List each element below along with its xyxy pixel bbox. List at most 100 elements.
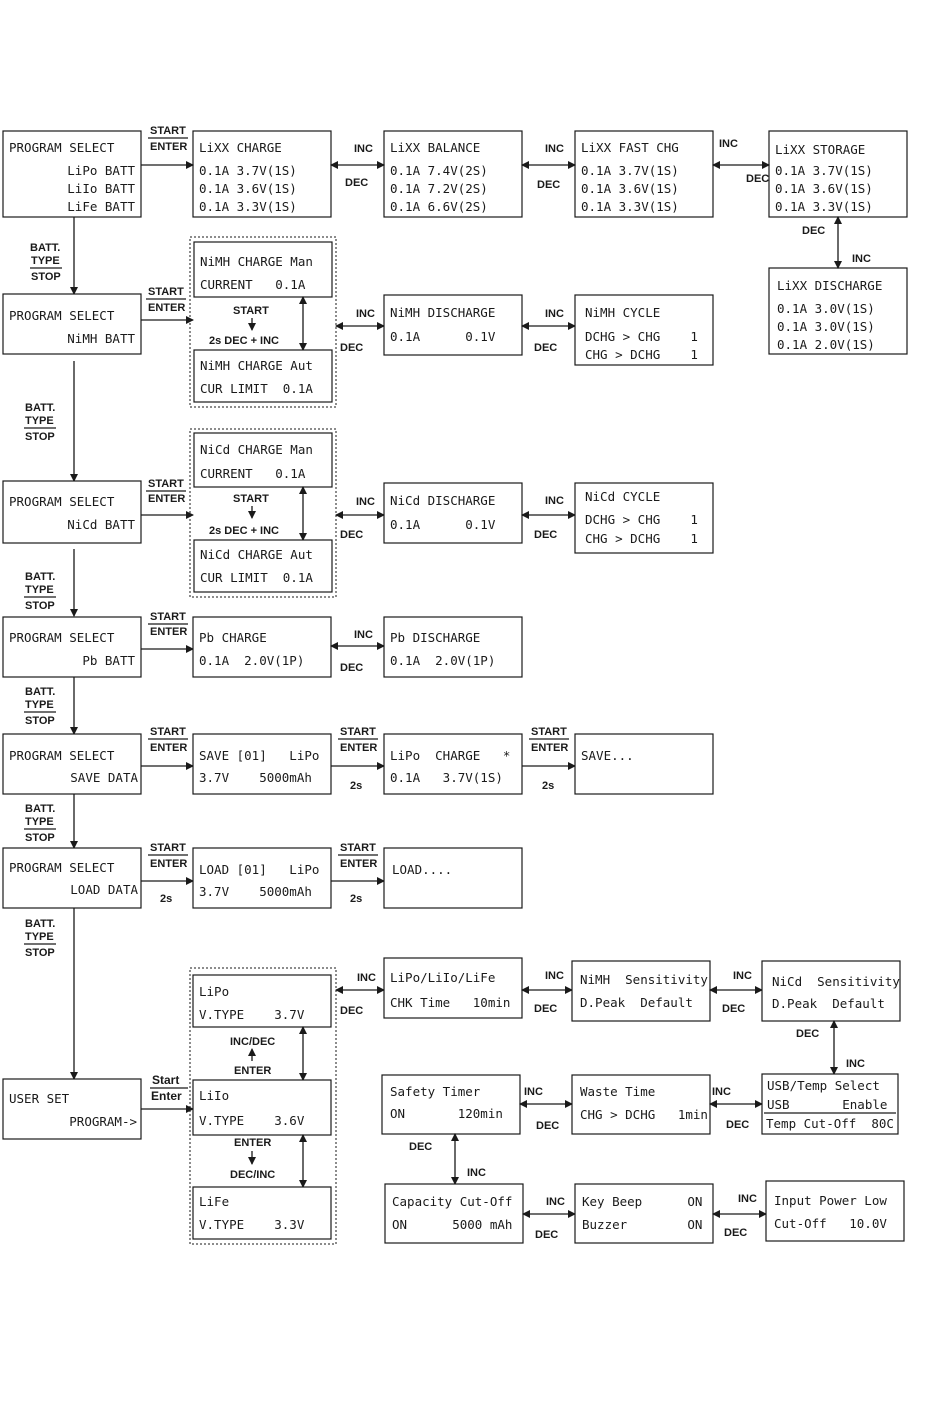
screen-line: PROGRAM-> — [69, 1114, 137, 1129]
screen-program-select-nicd[interactable]: PROGRAM SELECT NiCd BATT — [2, 480, 142, 544]
screen-safety-timer[interactable]: Safety Timer ON 120min — [381, 1074, 521, 1135]
screen-line: 0.1A 3.6V(1S) — [581, 181, 679, 196]
screen-lixx-charge[interactable]: LiXX CHARGE 0.1A 3.7V(1S) 0.1A 3.6V(1S) … — [192, 130, 332, 218]
screen-user-set[interactable]: USER SET PROGRAM-> — [2, 1078, 142, 1140]
screen-line: NiMH CHARGE Aut — [200, 358, 313, 373]
screen-key-beep[interactable]: Key Beep ON Buzzer ON — [574, 1183, 714, 1244]
screen-line: NiCd Sensitivity — [772, 974, 900, 989]
screen-line: Cut-Off 10.0V — [774, 1216, 887, 1231]
screen-capacity-cutoff[interactable]: Capacity Cut-Off ON 5000 mAh — [384, 1183, 524, 1244]
enter-label: Enter — [151, 1089, 182, 1103]
screen-line: Pb BATT — [82, 653, 135, 668]
screen-lixx-storage[interactable]: LiXX STORAGE 0.1A 3.7V(1S) 0.1A 3.6V(1S)… — [768, 130, 908, 218]
screen-line: Temp Cut-Off 80C — [766, 1116, 894, 1131]
screen-line: 0.1A 3.7V(1S) — [199, 163, 297, 178]
inc-label: INC — [354, 143, 373, 155]
start-label: START — [150, 125, 186, 137]
screen-line: 0.1A 0.1V — [390, 517, 496, 532]
stop-label: STOP — [31, 271, 61, 283]
enter-label: ENTER — [531, 742, 568, 754]
screen-line: D.Peak Default — [580, 995, 693, 1010]
screen-line: LiPo — [199, 984, 229, 999]
screen-lixx-fast-chg[interactable]: LiXX FAST CHG 0.1A 3.7V(1S) 0.1A 3.6V(1S… — [574, 130, 714, 218]
batt-label: BATT. — [25, 402, 55, 414]
dec-label: DEC — [535, 1229, 558, 1241]
screen-saving[interactable]: SAVE... — [574, 733, 714, 795]
screen-nicd-discharge[interactable]: NiCd DISCHARGE 0.1A 0.1V — [383, 482, 523, 544]
screen-nimh-cycle[interactable]: NiMH CYCLE DCHG > CHG 1 CHG > DCHG 1 — [574, 294, 714, 366]
screen-line: LiFe — [199, 1194, 229, 1209]
screen-line: NiMH BATT — [67, 331, 135, 346]
screen-line: DCHG > CHG 1 — [585, 329, 698, 344]
screen-save-slot[interactable]: SAVE [01] LiPo 3.7V 5000mAh — [192, 733, 332, 795]
screen-line: 0.1A 3.7V(1S) — [390, 770, 503, 785]
nimh-charge-group — [189, 236, 337, 408]
start-label: START — [148, 478, 184, 490]
screen-pb-discharge[interactable]: Pb DISCHARGE 0.1A 2.0V(1P) — [383, 616, 523, 678]
dec-label: DEC — [345, 177, 368, 189]
dec-label: DEC — [534, 1003, 557, 1015]
screen-line: PROGRAM SELECT — [9, 860, 115, 875]
start-label: START — [148, 286, 184, 298]
start-label: START — [233, 305, 269, 317]
screen-lixx-balance[interactable]: LiXX BALANCE 0.1A 7.4V(2S) 0.1A 7.2V(2S)… — [383, 130, 523, 218]
screen-line: 0.1A 2.0V(1P) — [199, 653, 304, 668]
inc-label: INC — [354, 629, 373, 641]
screen-waste-time[interactable]: Waste Time CHG > DCHG 1min — [571, 1074, 711, 1135]
dec-label: DEC — [409, 1141, 432, 1153]
screen-usb-temp-select[interactable]: USB/Temp Select USB Enable Temp Cut-Off … — [761, 1073, 899, 1135]
inc-label: INC — [356, 308, 375, 320]
inc-dec-label: INC/DEC — [230, 1036, 275, 1048]
dec-label: DEC — [724, 1227, 747, 1239]
screen-line: SAVE [01] LiPo — [199, 748, 319, 763]
screen-input-power-low[interactable]: Input Power Low Cut-Off 10.0V — [765, 1180, 905, 1242]
screen-pb-charge[interactable]: Pb CHARGE 0.1A 2.0V(1P) — [192, 616, 332, 678]
screen-line: NiCd BATT — [67, 517, 135, 532]
screen-nimh-charge-aut[interactable]: NiMH CHARGE Aut CUR LIMIT 0.1A — [193, 349, 333, 403]
screen-line: SAVE DATA — [70, 770, 138, 785]
screen-nicd-sensitivity[interactable]: NiCd Sensitivity D.Peak Default — [761, 960, 901, 1022]
screen-program-select-pb[interactable]: PROGRAM SELECT Pb BATT — [2, 616, 142, 678]
screen-program-select-load[interactable]: PROGRAM SELECT LOAD DATA — [2, 847, 142, 909]
enter-label: ENTER — [150, 626, 187, 638]
screen-program-select-nimh[interactable]: PROGRAM SELECT NiMH BATT — [2, 293, 142, 355]
screen-lixx-discharge[interactable]: LiXX DISCHARGE 0.1A 3.0V(1S) 0.1A 3.0V(1… — [768, 267, 908, 355]
screen-save-lipo-charge[interactable]: LiPo CHARGE * 0.1A 3.7V(1S) — [383, 733, 523, 795]
screen-nimh-sensitivity[interactable]: NiMH Sensitivity D.Peak Default — [571, 960, 711, 1022]
screen-line: 0.1A 3.0V(1S) — [777, 319, 875, 334]
screen-chk-time[interactable]: LiPo/LiIo/LiFe CHK Time 10min — [383, 957, 523, 1019]
screen-vtype-liio[interactable]: LiIo V.TYPE 3.6V — [192, 1079, 332, 1136]
screen-nimh-discharge[interactable]: NiMH DISCHARGE 0.1A 0.1V — [383, 294, 523, 356]
screen-line: 0.1A 7.2V(2S) — [390, 181, 488, 196]
screen-line: LiXX BALANCE — [390, 140, 480, 155]
screen-line: 0.1A 3.3V(1S) — [581, 199, 679, 214]
screen-line: NiCd CHARGE Aut — [200, 547, 313, 562]
screen-program-select-save[interactable]: PROGRAM SELECT SAVE DATA — [2, 733, 142, 795]
screen-load-slot[interactable]: LOAD [01] LiPo 3.7V 5000mAh — [192, 847, 332, 909]
screen-vtype-life[interactable]: LiFe V.TYPE 3.3V — [192, 1186, 332, 1240]
screen-line: NiMH Sensitivity — [580, 972, 708, 987]
screen-nicd-charge-man[interactable]: NiCd CHARGE Man CURRENT 0.1A — [193, 432, 333, 488]
start-label: START — [340, 726, 376, 738]
screen-loading[interactable]: LOAD.... — [383, 847, 523, 909]
screen-line: PROGRAM SELECT — [9, 494, 115, 509]
start-label: START — [531, 726, 567, 738]
type-label: TYPE — [31, 255, 60, 267]
inc-label: INC — [712, 1086, 731, 1098]
dec-label: DEC — [796, 1028, 819, 1040]
screen-line: 0.1A 2.0V(1P) — [390, 653, 495, 668]
type-label: TYPE — [25, 415, 54, 427]
start-label: START — [150, 611, 186, 623]
screen-nicd-cycle[interactable]: NiCd CYCLE DCHG > CHG 1 CHG > DCHG 1 — [574, 482, 714, 554]
screen-nimh-charge-man[interactable]: NiMH CHARGE Man CURRENT 0.1A — [193, 241, 333, 298]
start-label: START — [150, 726, 186, 738]
screen-vtype-lipo[interactable]: LiPo V.TYPE 3.7V — [192, 974, 332, 1028]
screen-line: CHG > DCHG 1min — [580, 1107, 708, 1122]
screen-program-select-lixx[interactable]: PROGRAM SELECT LiPo BATT LiIo BATT LiFe … — [2, 130, 142, 218]
screen-line: Capacity Cut-Off — [392, 1194, 512, 1209]
screen-line: PROGRAM SELECT — [9, 140, 115, 155]
dec-label: DEC — [536, 1120, 559, 1132]
screen-nicd-charge-aut[interactable]: NiCd CHARGE Aut CUR LIMIT 0.1A — [193, 539, 333, 593]
batt-label: BATT. — [25, 686, 55, 698]
screen-line: Input Power Low — [774, 1193, 887, 1208]
